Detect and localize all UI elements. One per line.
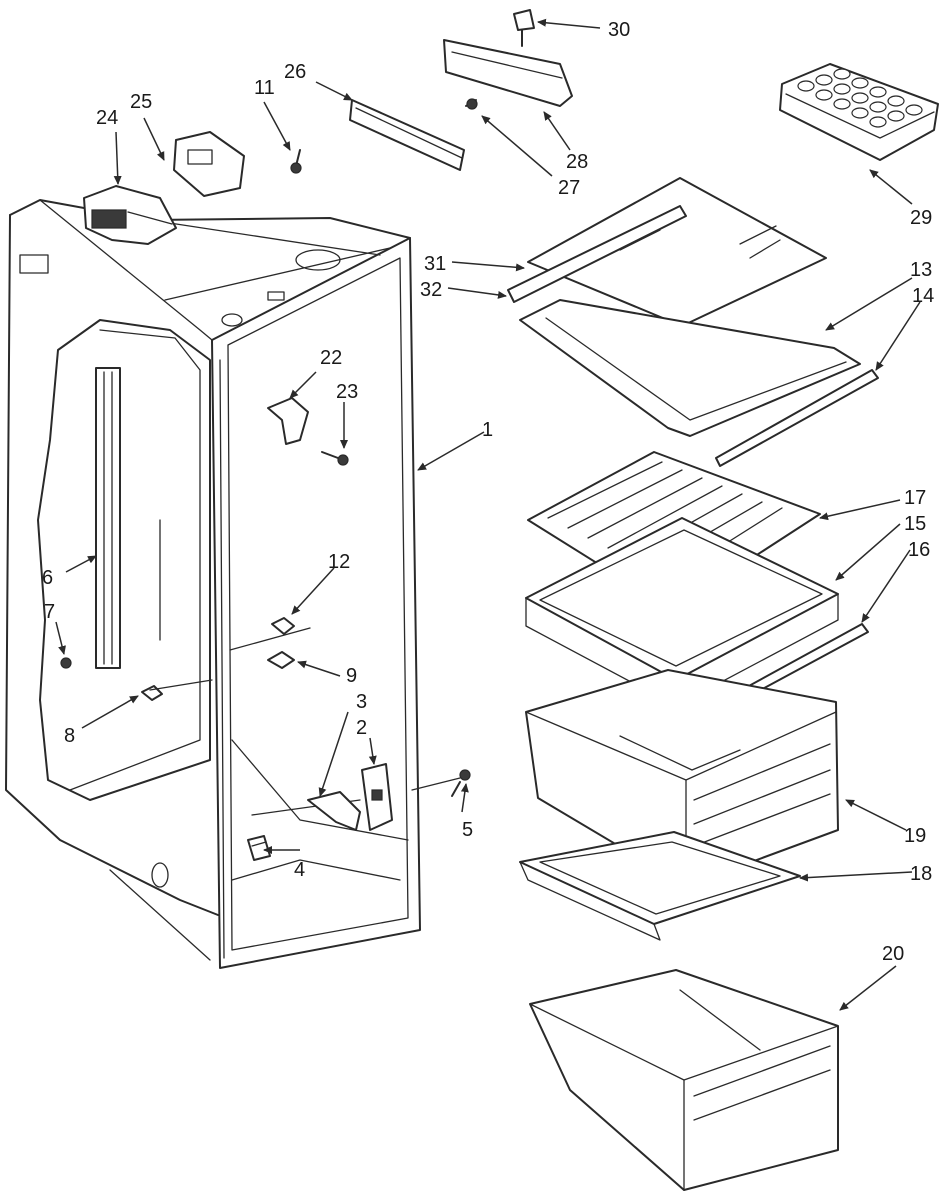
callout-24: 24	[96, 107, 118, 129]
callout-7: 7	[44, 601, 55, 623]
callout-14: 14	[912, 285, 934, 307]
callout-20: 20	[882, 943, 904, 965]
screw-23	[321, 451, 349, 466]
hinge-bracket-2	[361, 763, 393, 831]
callout-18: 18	[910, 863, 932, 885]
callout-12: 12	[328, 551, 350, 573]
callout-32: 32	[420, 279, 442, 301]
glass-shelf-31	[527, 177, 827, 327]
ice-tray-29	[779, 63, 939, 161]
rail-28	[443, 39, 573, 107]
callout-26: 26	[284, 61, 306, 83]
callout-5: 5	[462, 819, 473, 841]
callout-29: 29	[910, 207, 932, 229]
callout-4: 4	[294, 859, 305, 881]
bracket-22	[267, 397, 309, 445]
shelf-trim-14	[715, 369, 879, 467]
ice-tray-cells	[797, 68, 923, 128]
callout-28: 28	[566, 151, 588, 173]
callout-17: 17	[904, 487, 926, 509]
screw-5	[451, 769, 471, 797]
callout-15: 15	[904, 513, 926, 535]
screw-11	[290, 149, 302, 174]
meat-drawer-20	[529, 969, 839, 1191]
callout-labels: 30 28 27 26 11 25 24 29 31 32 13 14 1 22…	[42, 19, 934, 965]
callout-25: 25	[130, 91, 152, 113]
callout-6: 6	[42, 567, 53, 589]
callout-22: 22	[320, 347, 342, 369]
callout-31: 31	[424, 253, 446, 275]
shelf-frame-13	[519, 299, 861, 437]
callout-19: 19	[904, 825, 926, 847]
callout-13: 13	[910, 259, 932, 281]
shelf-ladder-rail	[95, 367, 121, 669]
callout-1: 1	[482, 419, 493, 441]
screw-27	[465, 98, 478, 110]
crisper-drawer-19	[525, 669, 839, 887]
clip-30	[513, 9, 535, 47]
screw-7	[60, 657, 72, 669]
rail-26	[349, 99, 465, 171]
callout-2: 2	[356, 717, 367, 739]
callout-11: 11	[254, 77, 275, 99]
control-bracket-25	[173, 131, 245, 197]
callout-27: 27	[558, 177, 580, 199]
plug-12	[271, 617, 295, 635]
bracket-3	[307, 791, 361, 831]
callout-9: 9	[346, 665, 357, 687]
shelf-trim-32	[507, 205, 687, 303]
callout-16: 16	[908, 539, 930, 561]
plug-9	[267, 651, 295, 669]
callout-3: 3	[356, 691, 367, 713]
leader-lines	[55, 18, 921, 1011]
control-housing-24	[83, 185, 177, 245]
callout-30: 30	[608, 19, 630, 41]
cabinet-liner	[5, 199, 421, 969]
light-socket-4	[247, 835, 271, 861]
callout-23: 23	[336, 381, 358, 403]
callout-8: 8	[64, 725, 75, 747]
